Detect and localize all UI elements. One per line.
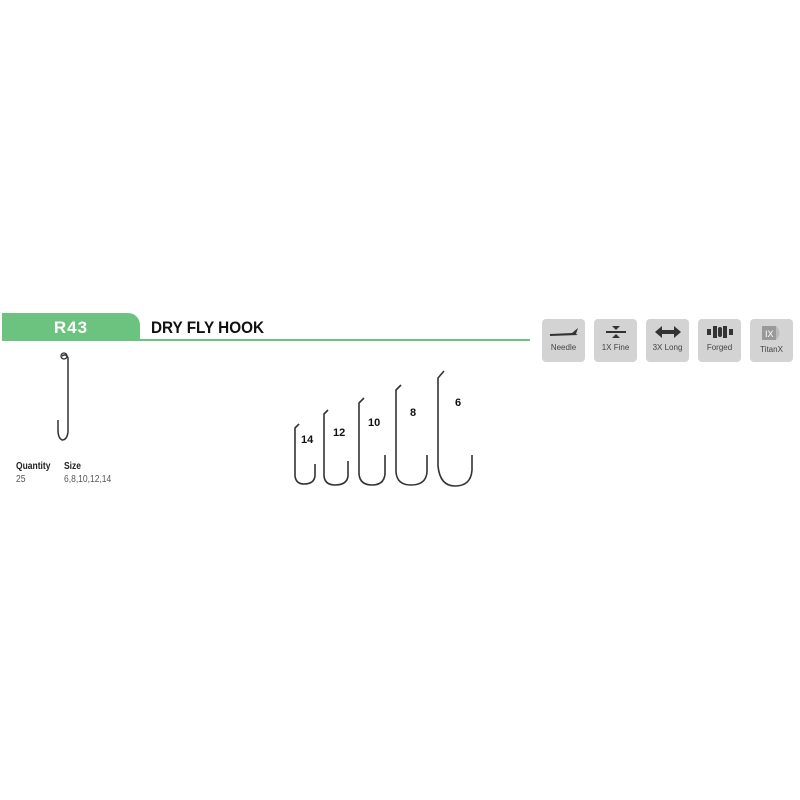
titanx-icon: IX bbox=[761, 326, 779, 340]
hook-size-label: 6 bbox=[455, 397, 462, 409]
hook-size-label: 10 bbox=[368, 417, 381, 429]
header-divider bbox=[140, 339, 530, 341]
quantity-value: 25 bbox=[16, 474, 26, 485]
hook-size-label: 14 bbox=[301, 434, 314, 446]
feature-needle: Needle bbox=[542, 319, 585, 362]
hook-size-14 bbox=[294, 423, 316, 485]
hook-size-8 bbox=[395, 384, 428, 486]
feature-1x-fine: 1X Fine bbox=[594, 319, 637, 362]
long-shank-icon bbox=[654, 326, 681, 338]
needle-icon bbox=[549, 328, 578, 336]
size-value: 6,8,10,12,14 bbox=[64, 474, 112, 485]
feature-label: TitanX bbox=[760, 345, 783, 354]
feature-3x-long: 3X Long bbox=[646, 319, 689, 362]
product-code-tab: R43 bbox=[2, 313, 140, 341]
hook-size-12 bbox=[323, 409, 349, 486]
feature-label: 3X Long bbox=[652, 343, 683, 352]
feature-label: Needle bbox=[550, 343, 577, 352]
fine-wire-icon bbox=[605, 326, 626, 338]
size-label: Size bbox=[64, 461, 82, 472]
feature-label: Forged bbox=[706, 343, 733, 352]
hook-size-label: 12 bbox=[333, 427, 346, 439]
feature-forged: Forged bbox=[698, 319, 741, 362]
hook-size-label: 8 bbox=[410, 407, 417, 419]
product-title: DRY FLY HOOK bbox=[151, 318, 265, 337]
svg-text:IX: IX bbox=[765, 329, 774, 339]
hook-side-view-image bbox=[57, 352, 69, 441]
quantity-label: Quantity bbox=[16, 461, 51, 472]
forged-icon bbox=[706, 326, 733, 338]
feature-titanx: IX TitanX bbox=[750, 319, 793, 362]
feature-label: 1X Fine bbox=[601, 343, 630, 352]
hook-size-10 bbox=[358, 397, 386, 486]
hook-size-6 bbox=[437, 370, 473, 487]
